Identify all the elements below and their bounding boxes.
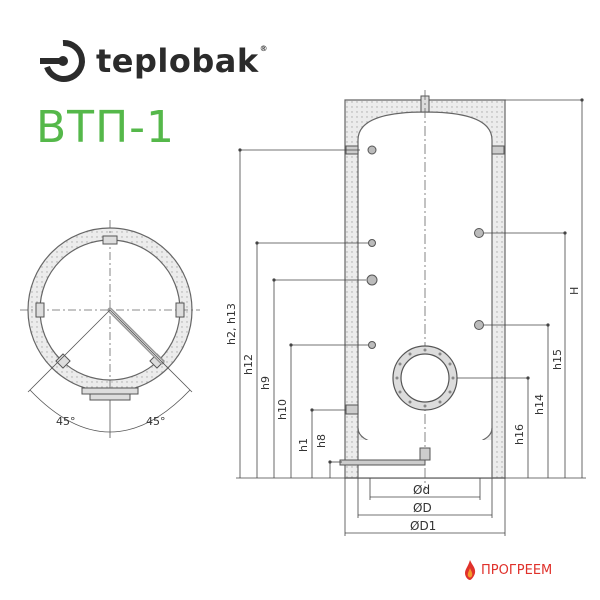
dim-label-h2-h13: h2, h13	[225, 303, 238, 345]
side-view	[339, 90, 506, 490]
dim-label-h9: h9	[259, 376, 272, 390]
flange-bolts	[395, 348, 455, 408]
dimension-ticks	[238, 98, 584, 464]
dim-label-h10: h10	[276, 399, 289, 420]
top-view-flange-outer	[81, 387, 139, 395]
dim-label-d: Ød	[413, 483, 430, 497]
product-title: ВТП-1	[36, 102, 176, 153]
brand-logo: teplobak®	[40, 38, 268, 84]
top-view-nozzle-lower-left	[55, 353, 71, 369]
dim-label-D1: ØD1	[410, 519, 436, 533]
top-view-nozzle-right	[175, 302, 185, 318]
angle-arc-right	[109, 389, 191, 433]
dim-label-h14: h14	[533, 394, 546, 415]
drain-nozzle	[419, 447, 431, 461]
dim-label-h8: h8	[315, 434, 328, 448]
dimension-lines	[236, 99, 586, 536]
angle-label-right: 45°	[146, 415, 166, 428]
right-nozzles	[474, 145, 505, 330]
dim-label-h16: h16	[513, 424, 526, 445]
brand-name: teplobak®	[96, 42, 269, 80]
angle-arc-left	[29, 389, 111, 433]
flange-inner	[400, 353, 450, 403]
angle-line-right	[109, 309, 193, 393]
top-view-flange-inner	[89, 393, 131, 401]
top-view-nozzle-top	[102, 235, 118, 245]
flame-icon	[465, 560, 476, 580]
dim-label-H: H	[568, 287, 581, 295]
registered-mark: ®	[259, 44, 269, 53]
dim-label-h15: h15	[551, 349, 564, 370]
dealer-name: ПРОГРЕЕМ	[481, 562, 553, 578]
top-view: 45° 45°	[20, 220, 200, 438]
dealer-logo: ПРОГРЕЕМ	[463, 560, 552, 580]
dim-label-D: ØD	[413, 501, 432, 515]
dim-label-h1: h1	[297, 438, 310, 452]
angle-label-left: 45°	[56, 415, 76, 428]
angle-line-left	[27, 309, 111, 393]
drain-pipe	[339, 459, 426, 466]
top-view-nozzle-left	[35, 302, 45, 318]
dim-label-h12: h12	[242, 354, 255, 375]
teplobak-logo-icon	[40, 39, 85, 82]
